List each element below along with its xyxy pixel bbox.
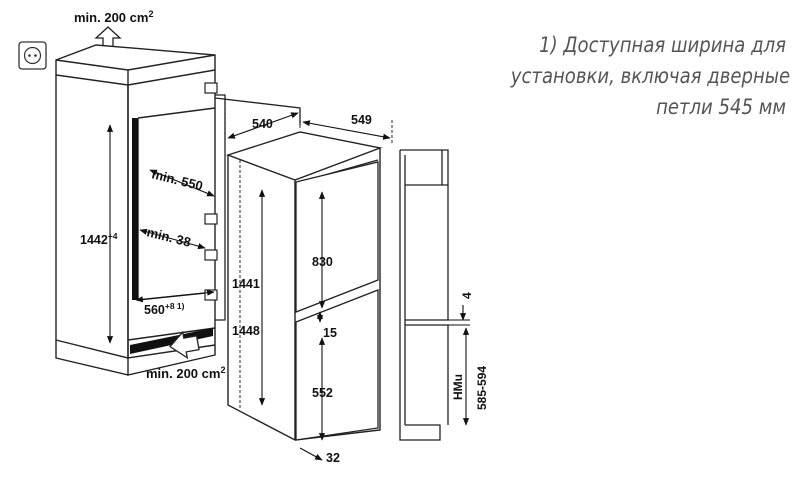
airflow-arrow-icon-bottom [169,330,200,360]
dim-549 [299,110,393,145]
dim-540-label: 540 [252,117,273,131]
dim-min550-line [149,169,215,197]
dim-552-label: 552 [312,386,333,400]
niche-bottom-grille [130,328,213,354]
vent-top-label: min. 200 cm2 [74,9,153,25]
footnote-line-3: петли 545 мм [656,95,786,119]
dim-1441-label: 1441 [232,277,260,291]
dim-32-line [299,447,323,461]
footnote-line-1: 1) Доступная ширина для [539,33,786,57]
dim-4-label: 4 [460,292,474,299]
side-profile [399,149,449,441]
side-profile-gap-marks [448,319,470,326]
dim-min38-line [139,228,206,250]
dim-min550-label: min. 550 [150,166,204,193]
dim-hmu-range-label: 585-594 [475,366,489,410]
dim-560-line [135,289,215,303]
niche-inner-strip-left [132,118,138,300]
dim-32-label: 32 [326,451,340,465]
power-socket-icon [18,41,47,70]
dim-540 [224,102,299,140]
footnote-text: 1) Доступная ширина для установки, включ… [510,30,791,123]
dim-hmu-label: HMu [451,374,465,400]
dim-1442-label: 1442+4 [80,231,118,247]
appliance-doors [295,161,379,441]
dim-560-label: 560+8 1) [144,301,185,317]
dim-15-label: 15 [323,326,337,340]
dim-830-label: 830 [312,255,333,269]
vent-bottom-label: min. 200 cm2 [146,365,225,381]
dim-1448-label: 1448 [232,324,260,338]
dim-549-label: 549 [351,113,372,127]
door-frame-open [214,94,301,321]
footnote-line-2: установки, включая дверные [510,64,791,88]
dim-min38-label: min. 38 [145,224,192,249]
